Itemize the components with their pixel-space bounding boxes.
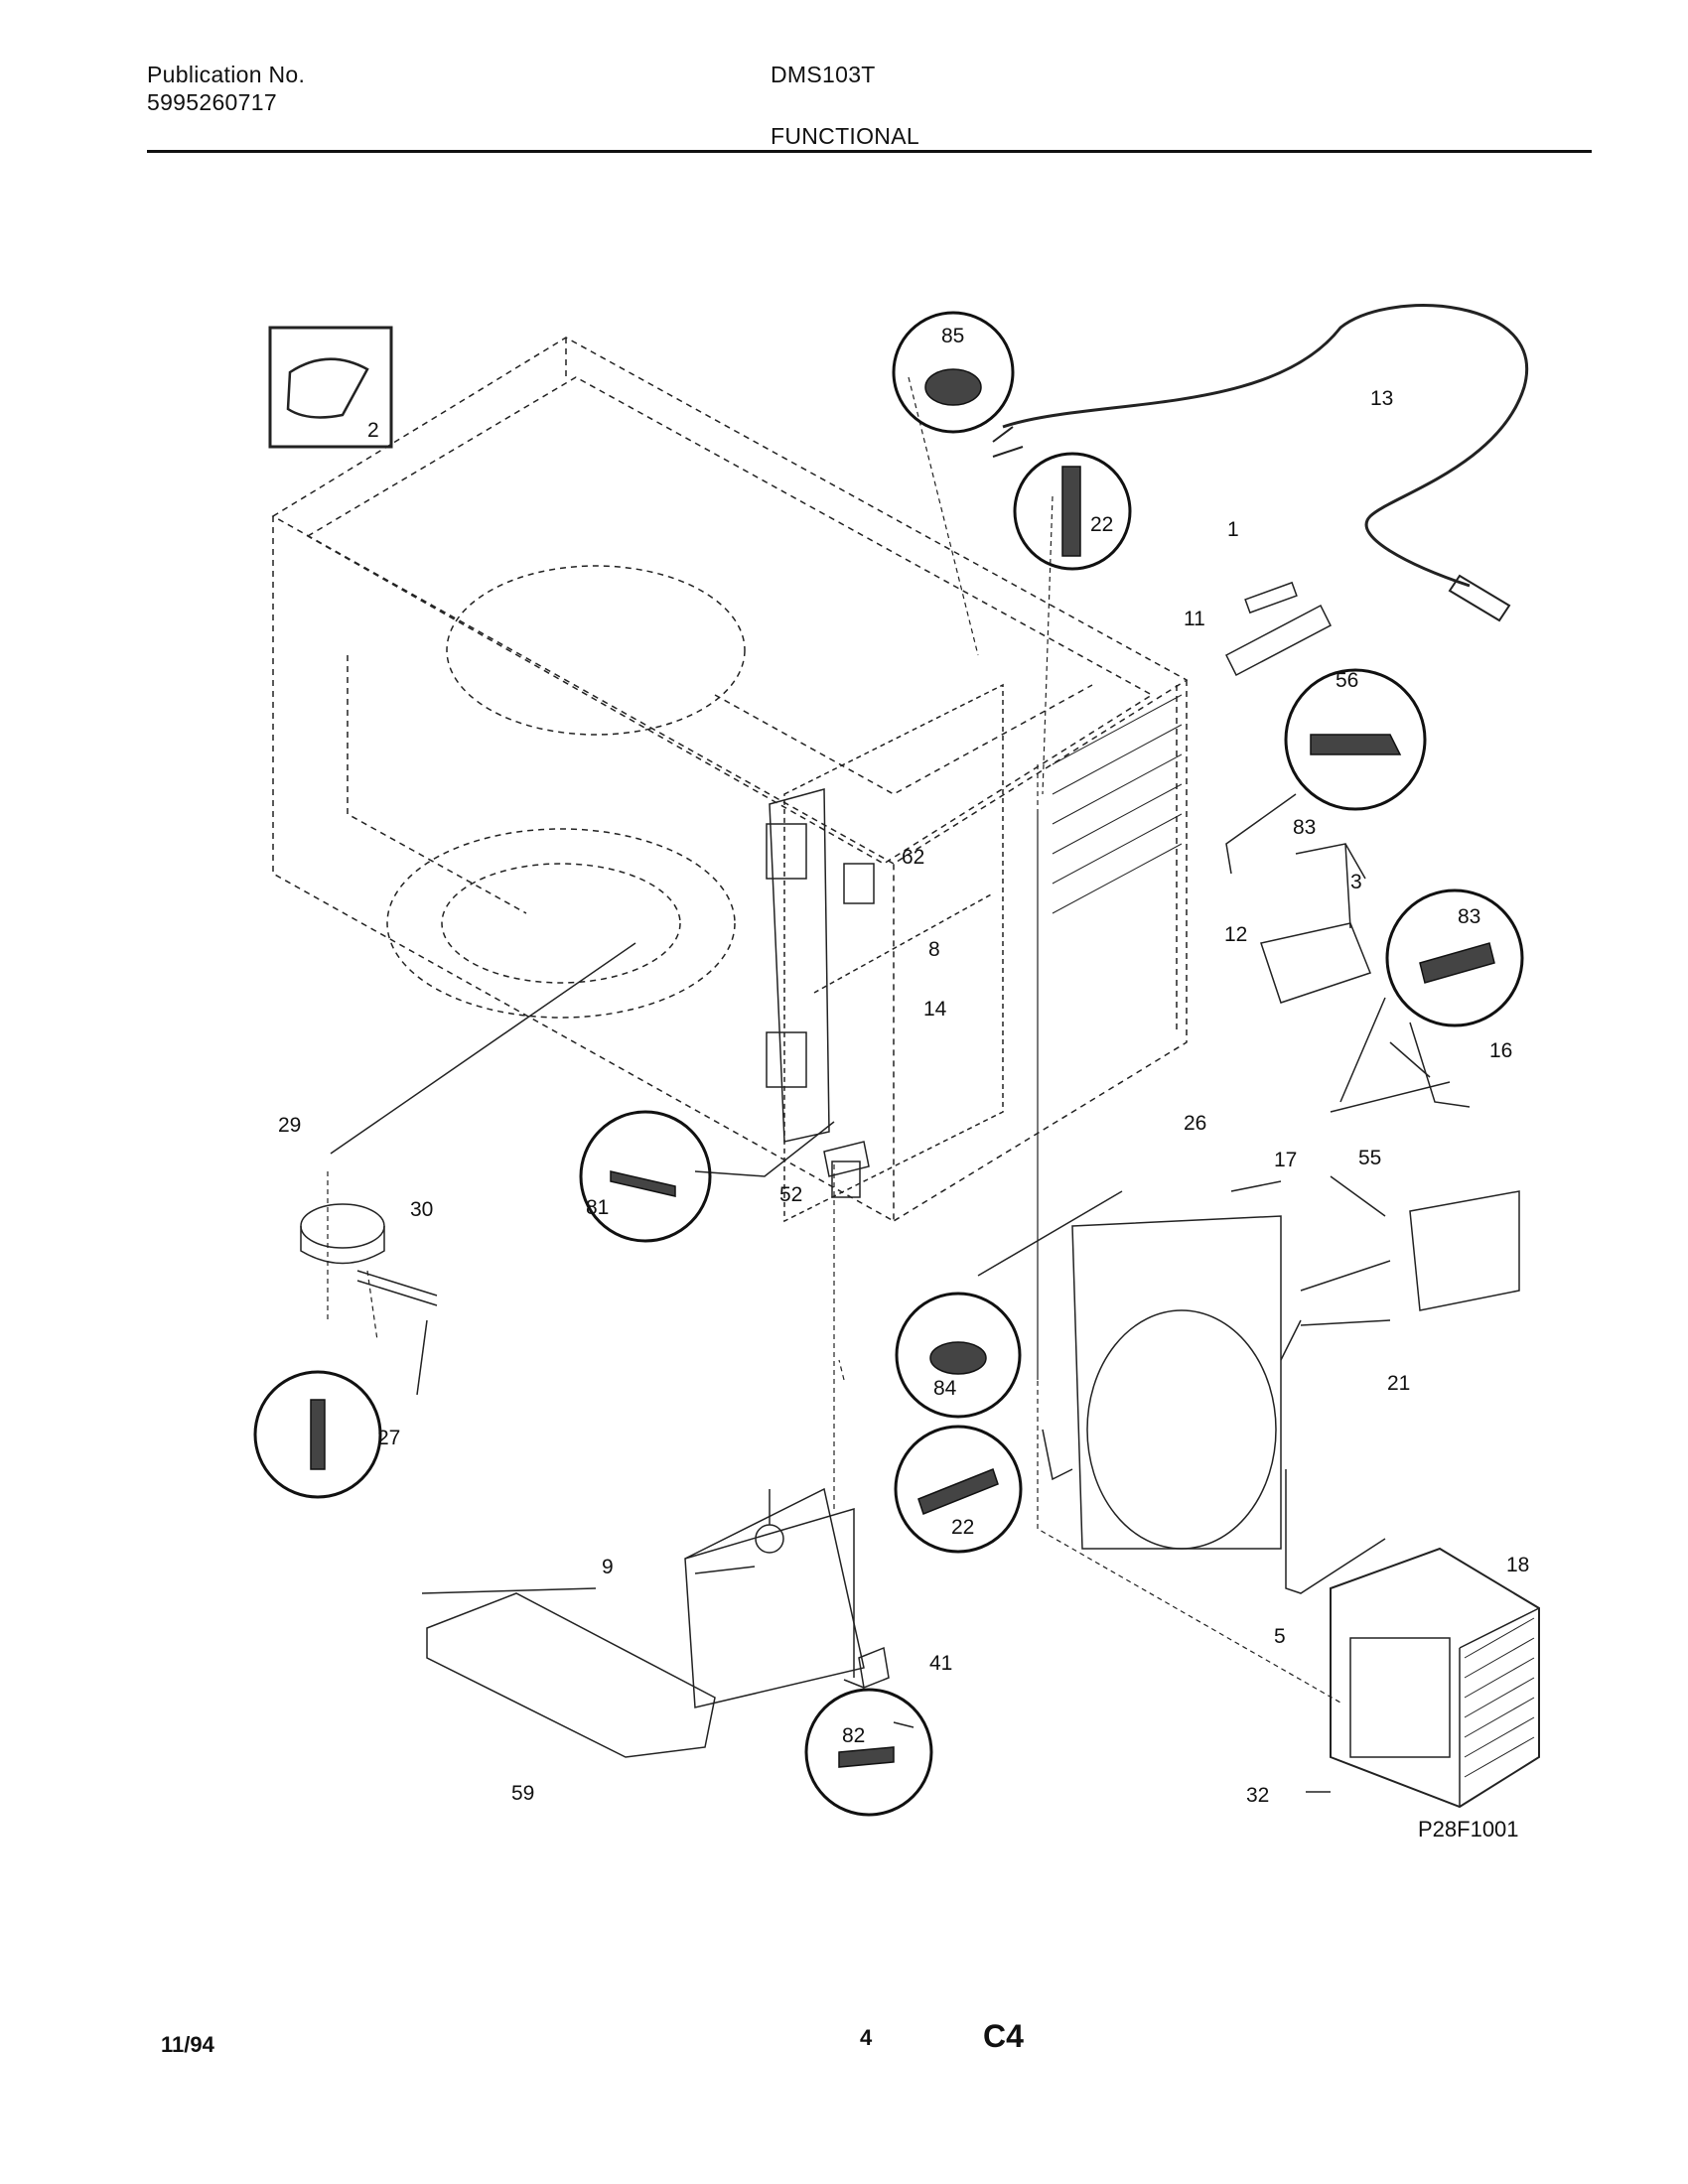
- callout-82: 82: [842, 1724, 865, 1747]
- callout-labels: 1 2 3 5 8 9 11 12 13 14 16 17 18 21 22 2…: [278, 325, 1529, 1842]
- publication-number: 5995260717: [147, 89, 277, 115]
- callout-41: 41: [929, 1652, 952, 1675]
- callout-13: 13: [1370, 387, 1393, 410]
- footer-page-code: C4: [983, 2018, 1024, 2054]
- callout-bubbles: [253, 311, 1524, 1817]
- callout-16: 16: [1489, 1039, 1512, 1062]
- callout-32: 32: [1246, 1784, 1269, 1807]
- section-title: FUNCTIONAL: [771, 123, 919, 149]
- callout-30: 30: [410, 1198, 433, 1221]
- callout-83-top: 83: [1293, 816, 1316, 839]
- callout-3: 3: [1350, 871, 1362, 893]
- header-rule: [147, 150, 1592, 153]
- cabinet-outline: [271, 337, 1189, 1223]
- callout-27: 27: [377, 1427, 400, 1449]
- callout-9: 9: [602, 1556, 614, 1578]
- callout-62: 62: [902, 846, 924, 869]
- publication-label: Publication No.: [147, 62, 306, 87]
- part-2-inset: [268, 326, 393, 449]
- callout-1: 1: [1227, 518, 1239, 541]
- callout-leaders: [330, 793, 1451, 1793]
- callout-56: 56: [1336, 669, 1358, 692]
- footer-page-number: 4: [860, 2025, 873, 2050]
- callout-12: 12: [1224, 923, 1247, 946]
- callout-14: 14: [923, 998, 947, 1021]
- callout-29: 29: [278, 1114, 301, 1137]
- diagram-reference: P28F1001: [1418, 1817, 1519, 1842]
- callout-85: 85: [941, 325, 964, 347]
- callout-83-bubble: 83: [1458, 905, 1480, 928]
- callout-11: 11: [1184, 608, 1205, 630]
- callout-18: 18: [1506, 1554, 1529, 1576]
- callout-84: 84: [933, 1377, 957, 1400]
- control-box: [783, 683, 1004, 1223]
- vent-grille: [1052, 694, 1183, 914]
- callout-22-top: 22: [1090, 513, 1113, 536]
- power-cord: [1002, 304, 1529, 588]
- callout-26: 26: [1184, 1112, 1206, 1135]
- callout-2: 2: [367, 419, 379, 442]
- callout-8: 8: [928, 938, 940, 961]
- leader-lines: [327, 376, 1341, 1704]
- callout-21: 21: [1387, 1372, 1410, 1395]
- callout-5: 5: [1274, 1625, 1286, 1648]
- callout-52: 52: [779, 1183, 802, 1206]
- footer-date: 11/94: [161, 2032, 214, 2057]
- callout-55: 55: [1358, 1147, 1381, 1169]
- callout-59: 59: [511, 1782, 534, 1805]
- callout-81: 81: [586, 1196, 609, 1219]
- callout-22-bottom: 22: [951, 1516, 974, 1539]
- callout-17: 17: [1274, 1149, 1297, 1171]
- interlock-bracket: [766, 788, 875, 1198]
- transformer: [1330, 1547, 1540, 1809]
- model-number: DMS103T: [771, 62, 876, 87]
